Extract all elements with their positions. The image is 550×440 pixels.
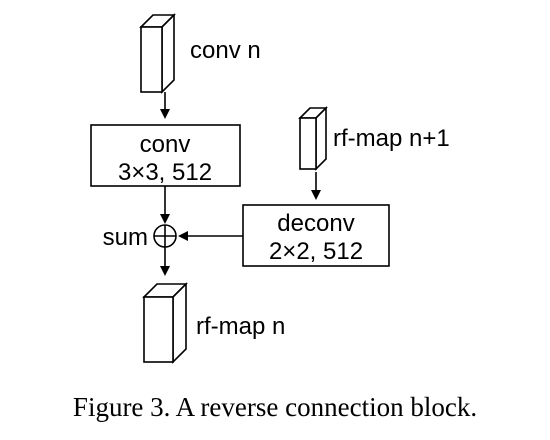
arrow-sum-to-rfmap-n [160, 247, 170, 276]
rf-map-n1-label: rf-map n+1 [333, 125, 450, 152]
arrow-rfmap-to-deconv [311, 172, 321, 200]
conv-n-label: conv n [190, 37, 261, 64]
rf-map-n-label: rf-map n [196, 313, 285, 340]
conv-box-params: 3×3, 512 [118, 159, 212, 186]
deconv-box-title: deconv [277, 210, 354, 237]
arrow-conv-to-sum [160, 186, 170, 224]
arrow-deconv-to-sum [178, 231, 243, 241]
arrow-convn-to-conv [160, 92, 170, 119]
conv-box [90, 124, 241, 187]
conv-box-title: conv [140, 131, 191, 158]
deconv-box [242, 204, 390, 267]
sum-label: sum [103, 224, 148, 251]
sum-node-icon [153, 224, 177, 248]
rf-map-n1-block [298, 106, 328, 171]
figure-caption: Figure 3. A reverse connection block. [73, 392, 477, 422]
rf-map-n-block [142, 282, 188, 364]
deconv-box-params: 2×2, 512 [269, 238, 363, 265]
conv-n-block [139, 13, 176, 94]
